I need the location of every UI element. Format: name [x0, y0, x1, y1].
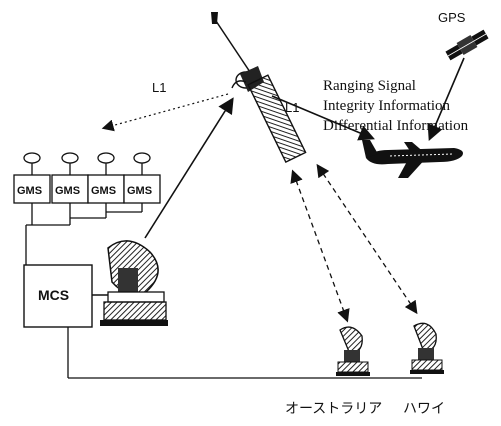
- gms-4-label: GMS: [127, 185, 152, 197]
- satellite-to-plane-arrow: [271, 95, 375, 141]
- gms-station-2: GMS: [51, 152, 89, 204]
- satellite-to-left-dotted-arrow: [101, 93, 229, 132]
- gms-3-label: GMS: [91, 185, 116, 197]
- uplink-to-satellite-arrow: [144, 97, 234, 239]
- antenna-icon-hawaii: [410, 322, 444, 374]
- satellite-australia-dashed-link: [290, 169, 350, 323]
- gps-satellite-icon: [445, 29, 489, 61]
- gms-1-label: GMS: [17, 185, 42, 197]
- mcs-box: MCS: [23, 264, 93, 328]
- airplane-icon: [362, 140, 463, 178]
- ranging-signal-label: Ranging Signal: [323, 78, 416, 94]
- satellite-dish-icon: [100, 240, 168, 326]
- satellite-hawaii-dashed-link: [316, 163, 418, 315]
- geo-satellite-icon: [211, 12, 307, 164]
- gms-station-3: GMS: [87, 152, 125, 204]
- australia-label: オーストラリア: [285, 400, 382, 416]
- gps-label: GPS: [438, 10, 466, 25]
- ground-network-line: [67, 327, 422, 379]
- differential-information-label: Differential Information: [323, 118, 469, 134]
- mcs-label: MCS: [38, 287, 69, 303]
- gms-2-label: GMS: [55, 185, 80, 197]
- integrity-information-label: Integrity Information: [323, 98, 451, 114]
- gps-to-plane-arrow: [427, 57, 465, 141]
- gms-network-lines: [25, 203, 143, 265]
- gms-station-4: GMS: [123, 152, 161, 204]
- l1-left-label: L1: [152, 80, 166, 95]
- hawaii-label: ハワイ: [403, 400, 445, 416]
- gms-station-1: GMS: [13, 152, 51, 204]
- antenna-icon-australia: [336, 326, 370, 376]
